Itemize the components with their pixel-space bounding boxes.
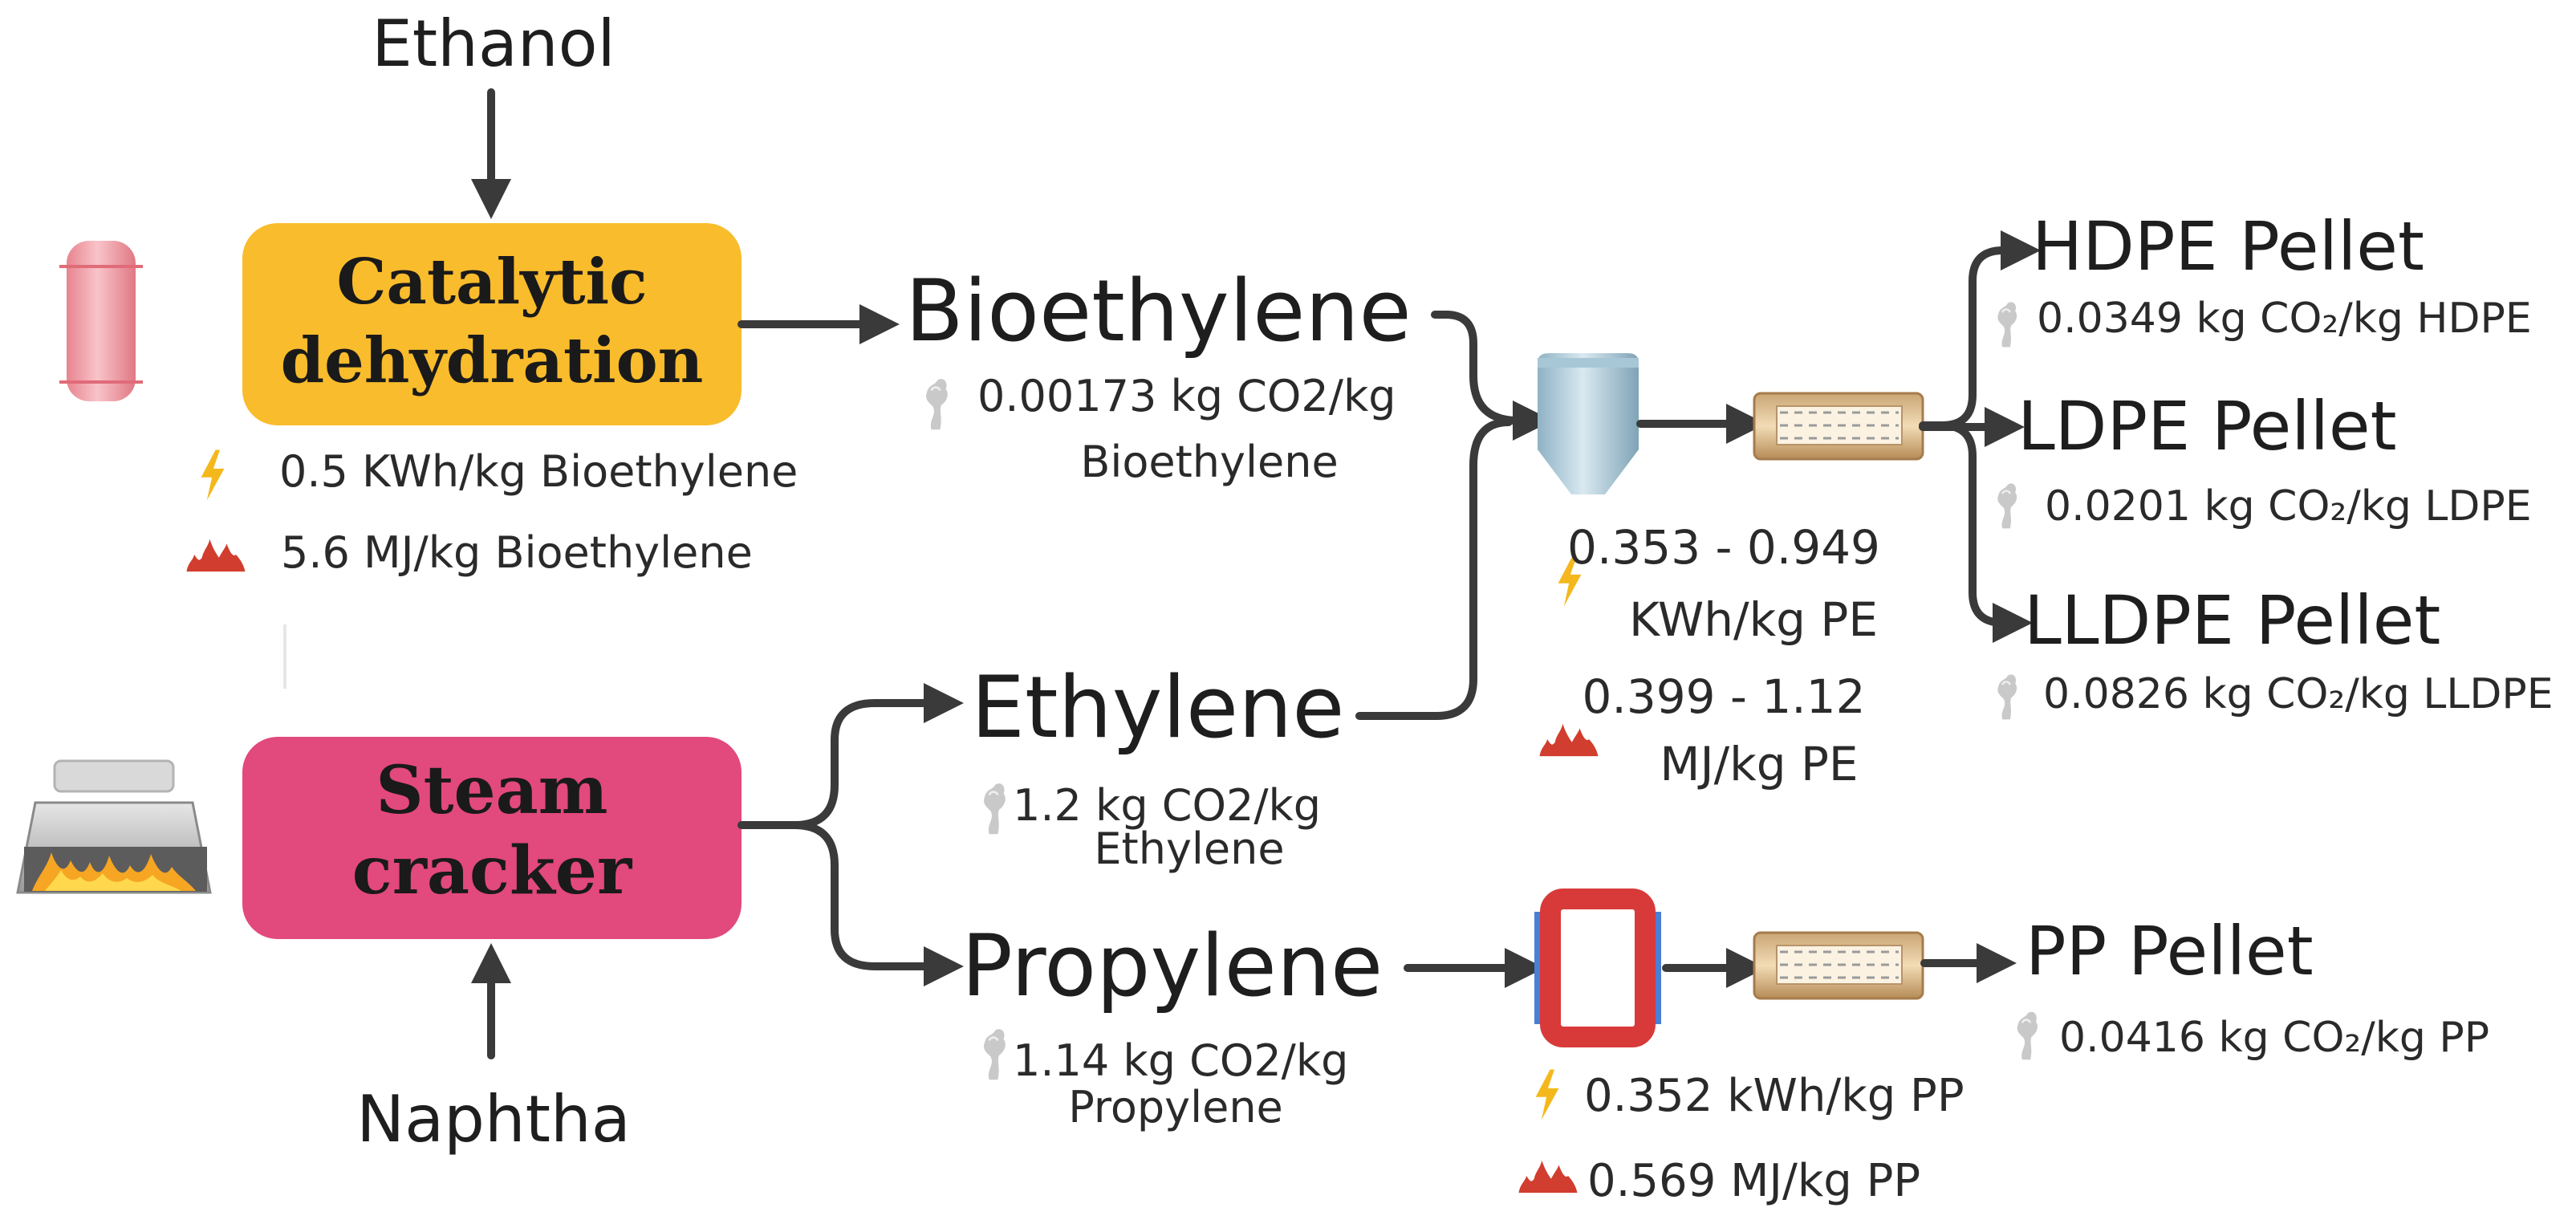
flame-icon xyxy=(1518,1160,1578,1194)
reactor-column-icon xyxy=(59,241,143,401)
propylene-name: Propylene xyxy=(961,917,1383,1015)
ethylene-co2-line2: Ethylene xyxy=(1094,823,1284,874)
propylene-co2-line2: Propylene xyxy=(1068,1082,1283,1133)
catalytic-box-line1: Catalytic xyxy=(336,246,647,319)
naphtha-label: Naphtha xyxy=(356,1082,630,1157)
reactor-frame-icon xyxy=(1534,889,1661,1047)
flame-icon xyxy=(186,539,246,572)
pe-electricity-line1: 0.353 - 0.949 xyxy=(1567,520,1880,575)
ldpe-co2: 0.0201 kg CO₂/kg LDPE xyxy=(2045,482,2532,531)
pp-electricity: 0.352 kWh/kg PP xyxy=(1584,1070,1965,1122)
hdpe-co2: 0.0349 kg CO₂/kg HDPE xyxy=(2037,295,2532,343)
steam-box-line2: cracker xyxy=(352,832,633,909)
co2-smoke-icon xyxy=(2016,1011,2039,1061)
pp-heat: 0.569 MJ/kg PP xyxy=(1587,1155,1920,1207)
co2-smoke-icon xyxy=(1996,300,2018,348)
catalytic-dehydration-box: Catalytic dehydration xyxy=(242,223,742,425)
steam-cracker-box: Steam cracker xyxy=(242,737,742,939)
lldpe-co2: 0.0826 kg CO₂/kg LLDPE xyxy=(2043,670,2554,718)
ldpe-pellet-name: LDPE Pellet xyxy=(2017,387,2397,466)
bioethylene-name: Bioethylene xyxy=(905,262,1412,360)
bioethylene-co2-line1: 0.00173 kg CO2/kg xyxy=(977,371,1396,421)
co2-smoke-icon xyxy=(982,782,1007,836)
extruder-to-lldpe-arrow xyxy=(1938,421,2033,643)
lldpe-pellet-name: LLDPE Pellet xyxy=(2024,581,2440,660)
lightning-bolt-icon xyxy=(201,449,225,501)
pp-co2: 0.0416 kg CO₂/kg PP xyxy=(2059,1014,2489,1062)
pe-heat-line2: MJ/kg PE xyxy=(1660,737,1858,791)
co2-smoke-icon xyxy=(1996,482,2018,530)
hdpe-pellet-name: HDPE Pellet xyxy=(2032,207,2424,286)
lightning-bolt-icon xyxy=(1535,1069,1559,1120)
co2-smoke-icon xyxy=(1996,673,2018,721)
catalytic-heat: 5.6 MJ/kg Bioethylene xyxy=(281,527,753,578)
catalytic-box-line2: dehydration xyxy=(281,324,704,397)
ethylene-co2-line1: 1.2 kg CO2/kg xyxy=(1013,780,1321,831)
pp-pellet-name: PP Pellet xyxy=(2025,912,2314,990)
bioethylene-co2-line2: Bioethylene xyxy=(1080,437,1338,487)
co2-smoke-icon xyxy=(924,377,949,431)
propylene-co2-line1: 1.14 kg CO2/kg xyxy=(1013,1035,1348,1086)
catalytic-electricity: 0.5 KWh/kg Bioethylene xyxy=(279,446,798,497)
furnace-icon xyxy=(16,759,212,894)
extruder-icon xyxy=(1753,931,1924,1000)
pe-heat-line1: 0.399 - 1.12 xyxy=(1583,669,1866,724)
steam-to-ethylene-arrow xyxy=(737,683,964,829)
flame-icon xyxy=(1539,723,1599,757)
extruder-icon xyxy=(1753,392,1924,461)
co2-smoke-icon xyxy=(982,1027,1007,1081)
pe-electricity-line2: KWh/kg PE xyxy=(1629,592,1878,647)
silo-icon xyxy=(1538,353,1639,494)
ethanol-label: Ethanol xyxy=(372,6,616,81)
steam-box-line1: Steam xyxy=(376,752,607,829)
ethylene-to-silo-arrow xyxy=(1355,418,1513,720)
steam-to-propylene-arrow xyxy=(790,821,964,986)
ethylene-name: Ethylene xyxy=(971,658,1345,757)
bioethylene-to-silo-arrow xyxy=(1431,311,1553,441)
